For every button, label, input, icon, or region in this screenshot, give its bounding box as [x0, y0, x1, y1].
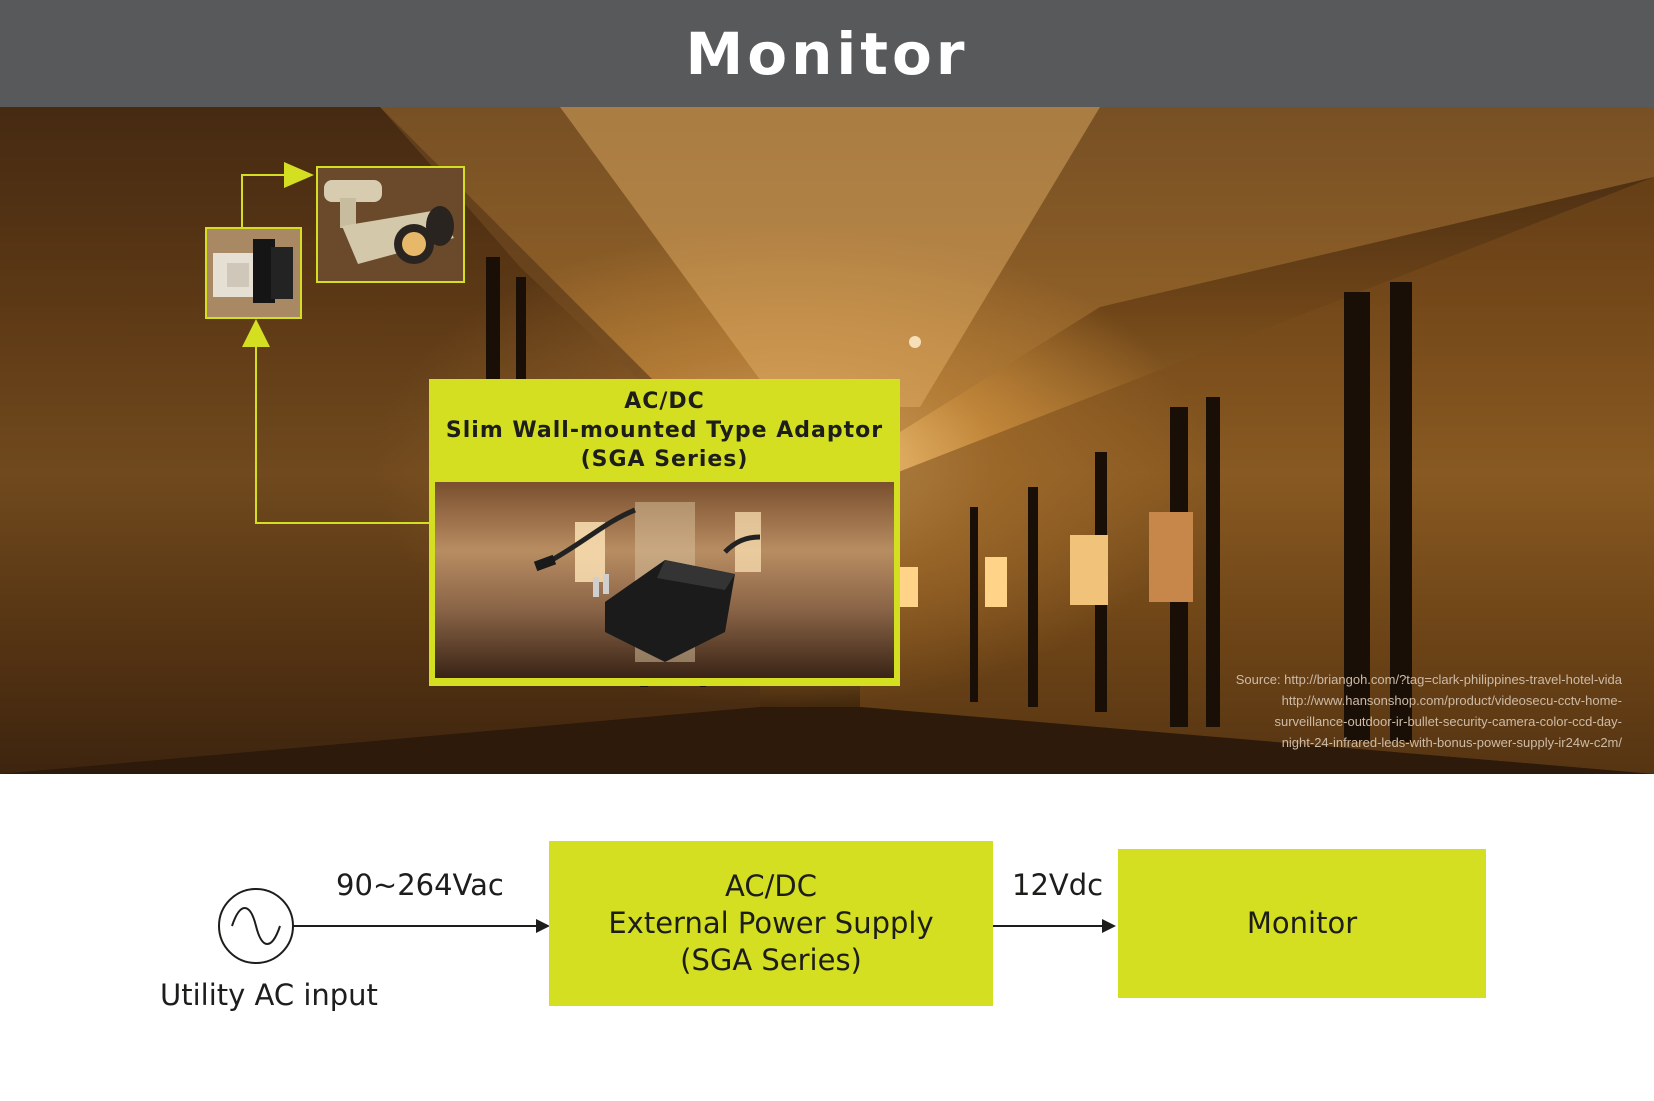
adaptor-callout: AC/DC Slim Wall-mounted Type Adaptor (SG…: [429, 379, 900, 686]
adaptor-photo: [435, 482, 894, 678]
hallway-scene: AC/DC Slim Wall-mounted Type Adaptor (SG…: [0, 107, 1654, 774]
source-credits: Source: http://briangoh.com/?tag=clark-p…: [1236, 669, 1622, 753]
source-line-4: night-24-infrared-leds-with-bonus-power-…: [1281, 735, 1622, 750]
adaptor-title-line2: Slim Wall-mounted Type Adaptor: [445, 418, 884, 443]
source-line-1: Source: http://briangoh.com/?tag=clark-p…: [1235, 672, 1622, 687]
source-line-3: surveillance-outdoor-ir-bullet-security-…: [1274, 714, 1623, 729]
output-voltage-label: 12Vdc: [1012, 868, 1104, 902]
power-flow-diagram: 90~264Vac Utility AC input AC/DC Externa…: [0, 774, 1654, 1101]
power-supply-line1: AC/DC: [725, 869, 817, 903]
outlet-callout: [205, 227, 302, 319]
power-supply-line3: (SGA Series): [680, 943, 862, 977]
adaptor-title-line1: AC/DC: [624, 389, 705, 414]
page-title: Monitor: [685, 19, 969, 88]
source-line-2: http://www.hansonshop.com/product/videos…: [1281, 693, 1622, 708]
power-supply-block: AC/DC External Power Supply (SGA Series): [549, 841, 993, 1006]
camera-callout: [316, 166, 465, 283]
utility-ac-input-label: Utility AC input: [160, 978, 378, 1012]
wall-outlet-icon: [207, 229, 300, 317]
power-adaptor-icon: [533, 502, 761, 662]
monitor-label: Monitor: [1246, 906, 1358, 940]
power-supply-line2: External Power Supply: [608, 906, 934, 940]
input-voltage-label: 90~264Vac: [336, 868, 504, 902]
header-bar: Monitor: [0, 0, 1654, 107]
ac-source-icon: [218, 888, 294, 964]
security-camera-icon: [318, 168, 463, 281]
monitor-block: Monitor: [1118, 849, 1486, 998]
adaptor-title-line3: (SGA Series): [580, 447, 749, 472]
flow-lines: [218, 888, 1116, 964]
connection-arrows: [241, 162, 430, 524]
